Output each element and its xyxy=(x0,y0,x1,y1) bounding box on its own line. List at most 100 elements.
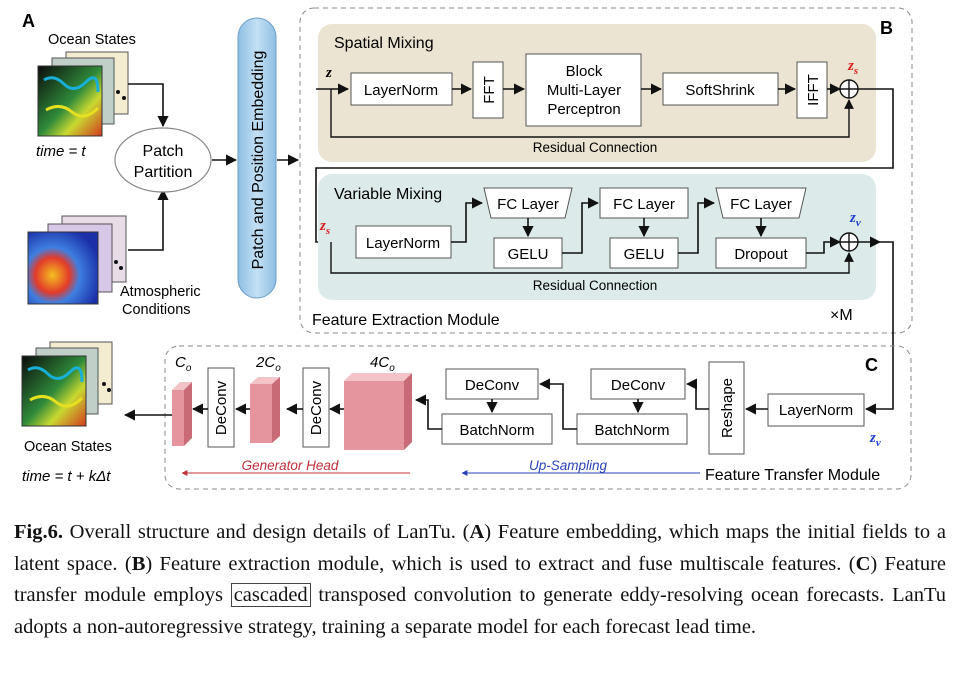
caption-text-4: ) Feature transfer module employs xyxy=(14,552,947,607)
variable-mixing-title: Variable Mixing xyxy=(334,186,442,203)
arrow-ocean-to-partition xyxy=(128,83,169,128)
feature-block-4co xyxy=(344,373,412,450)
arrow-atmo-to-partition xyxy=(128,188,169,251)
upsample-deconv-2 xyxy=(590,368,686,400)
upsample-batchnorm-1 xyxy=(441,413,553,445)
block-mlp-label-1: Block xyxy=(566,63,603,80)
fc-layer-1-label: FC Layer xyxy=(497,196,559,213)
arrow-batchnorm1-to-4co xyxy=(414,394,442,430)
output-time-label: time = t + kΔt xyxy=(22,468,111,485)
gelu-2 xyxy=(609,237,679,269)
fc-layer-3 xyxy=(715,187,807,219)
reshape-box xyxy=(708,361,745,455)
panel-c-label: C xyxy=(865,355,878,375)
time-t-label: time = t xyxy=(36,143,86,160)
upsample-deconv-1 xyxy=(445,368,539,400)
label-co: Co xyxy=(175,354,192,374)
arrow-reshape-to-deconv2 xyxy=(685,378,709,410)
variable-input-zs: zs xyxy=(319,218,330,237)
fft-label: FFT xyxy=(481,76,498,104)
caption-text-3: ) Feature extraction module, which is us… xyxy=(145,552,856,575)
caption-a: A xyxy=(469,521,485,543)
ocean-states-label: Ocean States xyxy=(48,32,136,48)
fc-layer-2-label: FC Layer xyxy=(613,196,675,213)
transfer-layernorm xyxy=(767,393,865,427)
caption-boxed-word: cascaded xyxy=(230,583,311,607)
arrow-layernorm-to-fc1 xyxy=(451,197,484,243)
variable-sum-icon xyxy=(839,232,859,252)
dropout-box xyxy=(715,237,807,269)
spatial-residual-path xyxy=(330,89,854,138)
figure-caption: Fig.6. Overall structure and design deta… xyxy=(14,517,946,643)
ocean-states-input-image xyxy=(37,51,129,137)
generator-deconv-2 xyxy=(302,367,330,448)
caption-text-2: ) Feature embedding, which maps the init… xyxy=(14,521,946,575)
dropout-label: Dropout xyxy=(734,246,788,263)
arrow-dropout-to-sum xyxy=(806,236,842,254)
generator-deconv-1 xyxy=(207,367,235,448)
gelu-1-label: GELU xyxy=(508,246,549,263)
panel-a-label: A xyxy=(22,11,35,31)
panel-b-label: B xyxy=(880,18,893,38)
arrow-batchnorm2-to-deconv1 xyxy=(538,378,577,430)
fft-box xyxy=(472,61,504,119)
feature-block-2co xyxy=(250,377,280,443)
ifft-label: IFFT xyxy=(805,74,822,106)
gelu-2-label: GELU xyxy=(624,246,665,263)
caption-b: B xyxy=(131,552,146,575)
output-ocean-states-label: Ocean States xyxy=(24,439,112,455)
softshrink-label: SoftShrink xyxy=(685,82,755,99)
atmospheric-conditions-input-image xyxy=(27,215,127,305)
reshape-label: Reshape xyxy=(719,378,736,438)
label-4co: 4Co xyxy=(370,354,395,374)
variable-residual-path xyxy=(330,242,854,274)
transfer-layernorm-label: LayerNorm xyxy=(779,402,853,419)
patch-partition-label-2: Partition xyxy=(134,164,193,181)
ifft-box xyxy=(796,61,828,119)
spatial-layernorm-label: LayerNorm xyxy=(364,82,438,99)
atmospheric-label-2: Conditions xyxy=(122,302,191,318)
patch-partition-label-1: Patch xyxy=(143,143,184,160)
atmospheric-label-1: Atmospheric xyxy=(120,284,201,300)
feature-transfer-title: Feature Transfer Module xyxy=(705,467,880,484)
fc-layer-3-label: FC Layer xyxy=(730,196,792,213)
patch-position-embedding-label: Patch and Position Embedding xyxy=(250,51,267,270)
arrow-gelu2-to-fc3 xyxy=(678,197,716,254)
upsampling-label: Up-Sampling xyxy=(529,458,608,473)
spatial-residual-label: Residual Connection xyxy=(533,140,658,155)
block-mlp-label-3: Perceptron xyxy=(547,101,620,118)
lantu-architecture-diagram: A Ocean States time = t Atmospheric Cond… xyxy=(21,7,913,490)
generator-head-label: Generator Head xyxy=(242,458,339,473)
caption-fig-label: Fig.6. xyxy=(14,521,63,543)
patch-partition-node xyxy=(114,127,212,193)
spatial-mixing-title: Spatial Mixing xyxy=(334,35,434,52)
arrow-gelu1-to-fc2 xyxy=(562,197,600,254)
fc-layer-2 xyxy=(599,187,689,219)
feature-extraction-title: Feature Extraction Module xyxy=(312,312,500,329)
label-2co: 2Co xyxy=(255,354,281,374)
transfer-input-zv: zv xyxy=(869,430,881,449)
variable-output-zv: zv xyxy=(849,210,861,229)
feature-block-co xyxy=(172,382,192,446)
generator-deconv-1-label: DeConv xyxy=(213,380,230,435)
block-mlp-box xyxy=(525,53,642,127)
block-mlp-label-2: Multi-Layer xyxy=(547,82,621,99)
gelu-1 xyxy=(493,237,563,269)
spatial-sum-icon xyxy=(839,79,859,99)
caption-text-5: transposed convolution to generate eddy-… xyxy=(14,584,947,638)
upsample-batchnorm-2-label: BatchNorm xyxy=(594,422,669,439)
caption-text-1: Overall structure and design details of … xyxy=(62,521,470,543)
generator-deconv-2-label: DeConv xyxy=(308,380,325,435)
repeat-m-label: ×M xyxy=(830,307,853,324)
feature-extraction-module xyxy=(299,7,913,334)
fc-layer-1 xyxy=(483,187,573,219)
upsample-deconv-1-label: DeConv xyxy=(465,377,520,394)
caption-c: C xyxy=(855,552,871,575)
variable-layernorm-label: LayerNorm xyxy=(366,235,440,252)
feature-transfer-module xyxy=(164,345,912,490)
ocean-states-output-image xyxy=(21,341,113,427)
upsample-deconv-2-label: DeConv xyxy=(611,377,666,394)
spatial-output-zs: zs xyxy=(847,58,858,77)
patch-position-embedding-bar xyxy=(237,17,277,299)
arrow-extraction-to-transfer xyxy=(864,241,894,415)
